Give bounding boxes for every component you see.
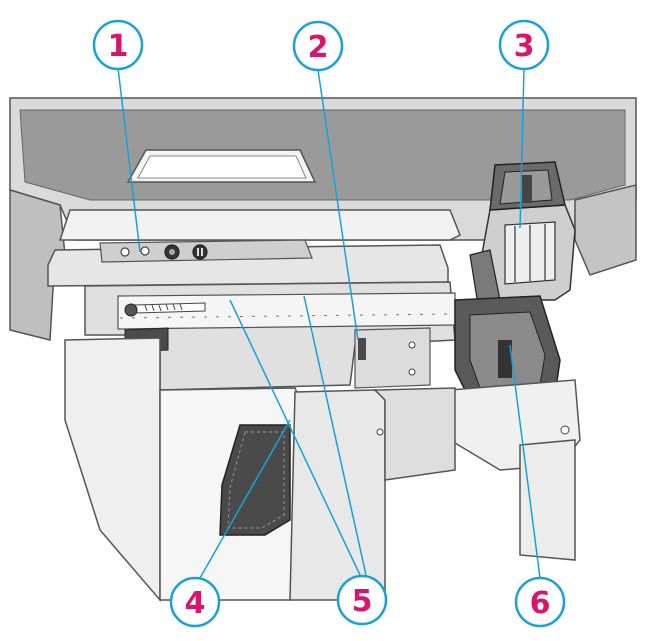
callout-5: 5	[336, 574, 388, 626]
center-riser	[289, 389, 386, 601]
status-light-icon	[120, 247, 130, 257]
callout-number: 6	[530, 586, 551, 621]
leader-line-5a	[229, 299, 361, 576]
right-side-wall	[574, 184, 637, 276]
pause-button-icon[interactable]	[192, 244, 208, 260]
leader-line-2	[317, 69, 359, 341]
callout-1: 1	[92, 19, 144, 71]
leader-lines	[117, 67, 541, 579]
callouts: 1 2 3 4 5 6	[92, 19, 566, 628]
callout-number: 2	[308, 30, 329, 65]
leader-line-6	[509, 344, 541, 579]
callout-2: 2	[292, 20, 344, 72]
printer-body	[9, 97, 637, 603]
callout-4: 4	[169, 576, 221, 628]
leader-line-4	[199, 419, 291, 579]
center-post	[354, 327, 431, 389]
leader-line-1	[117, 67, 141, 253]
callout-3: 3	[498, 19, 550, 71]
callout-6: 6	[514, 576, 566, 628]
callout-number: 4	[185, 586, 206, 621]
callout-number: 3	[514, 29, 535, 64]
callout-number: 1	[108, 29, 129, 64]
callout-number: 5	[352, 584, 373, 619]
output-tray-left	[64, 337, 161, 603]
leader-line-5b	[303, 295, 367, 576]
leader-line-3	[519, 67, 525, 229]
top-cover	[58, 209, 461, 241]
status-light-icon	[140, 246, 150, 256]
